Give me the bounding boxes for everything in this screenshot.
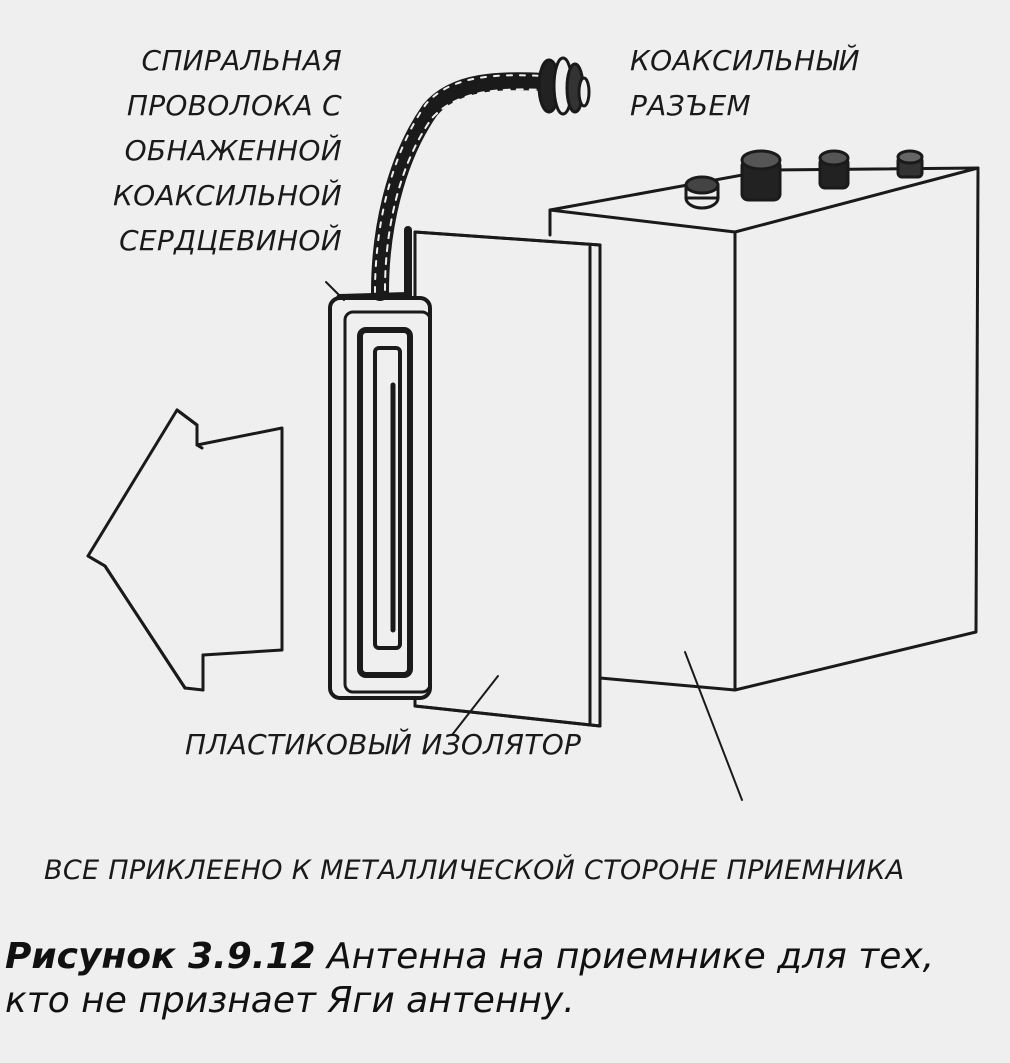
coax-connector-label: КОАКСИЛЬНЫЙ РАЗЪЕМ [630, 38, 860, 128]
coax-connector [537, 56, 591, 116]
figure-caption-text: Антенна на приемнике для тех, кто не при… [5, 936, 935, 1021]
spiral-wire-label: СПИРАЛЬНАЯ ПРОВОЛОКА С ОБНАЖЕННОЙ КОАКСИ… [90, 38, 342, 263]
spiral-wire-label-line: ОБНАЖЕННОЙ [124, 134, 342, 167]
spiral-wire-label-line: СЕРДЦЕВИНОЙ [119, 224, 342, 257]
plastic-insulator [413, 230, 602, 728]
spiral-loop-antenna [328, 226, 432, 700]
spiral-wire-label-line: СПИРАЛЬНАЯ [141, 44, 342, 77]
receiver-box [548, 149, 980, 692]
receiver-leader-line [684, 651, 743, 801]
direction-arrow [86, 408, 284, 692]
all-glued-label: ВСЕ ПРИКЛЕЕНО К МЕТАЛЛИЧЕСКОЙ СТОРОНЕ ПР… [44, 855, 905, 886]
insulator-leader-line [451, 675, 499, 736]
coax-connector-label-line: РАЗЪЕМ [630, 89, 751, 122]
coax-connector-label-line: КОАКСИЛЬНЫЙ [630, 44, 860, 77]
spiral-leader-line [325, 281, 345, 301]
plastic-insulator-label: ПЛАСТИКОВЫЙ ИЗОЛЯТОР [185, 728, 582, 761]
receiver-knobs [684, 149, 924, 210]
figure-caption: Рисунок 3.9.12 Антенна на приемнике для … [5, 935, 1005, 1023]
leader-lines [325, 281, 743, 801]
spiral-wire-label-line: КОАКСИЛЬНОЙ [112, 179, 342, 212]
figure-number: Рисунок 3.9.12 [5, 936, 316, 977]
coax-cable [371, 72, 554, 301]
spiral-wire-label-line: ПРОВОЛОКА С [126, 89, 342, 122]
